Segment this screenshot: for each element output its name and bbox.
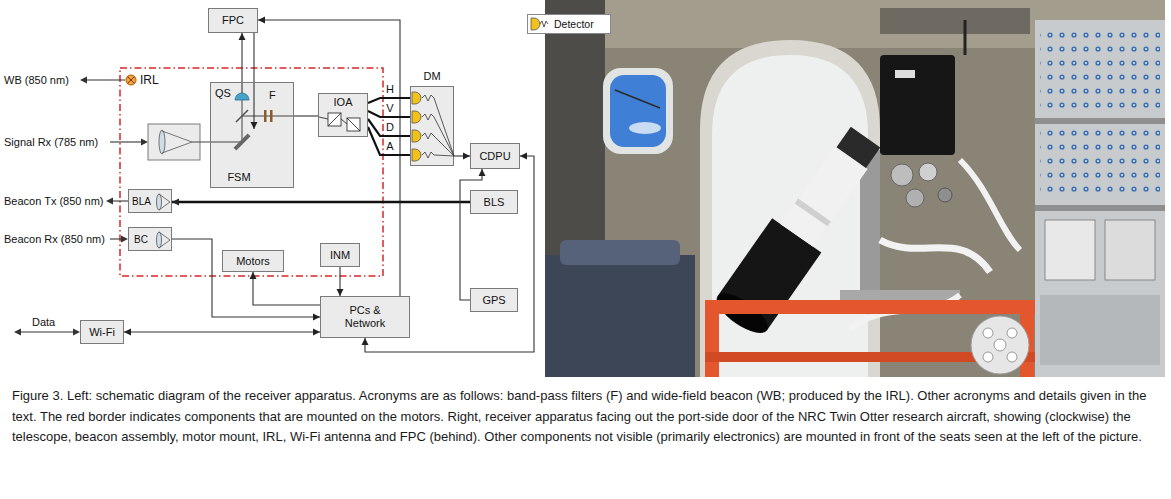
legend-label: Detector — [554, 18, 594, 31]
connector — [294, 116, 318, 117]
arrow-head — [239, 33, 246, 40]
arrow-head — [172, 199, 179, 206]
connector-line — [124, 331, 320, 332]
node-label: F — [269, 89, 276, 102]
computer-box: PCs & Network — [320, 296, 410, 338]
arrow-head — [463, 153, 470, 160]
arrow-head — [258, 17, 265, 24]
line-label: D — [385, 121, 395, 134]
node-label: BLS — [484, 196, 505, 209]
signal-label: Data — [32, 315, 55, 329]
arrow-head — [313, 329, 320, 336]
node-label: BLA — [132, 195, 151, 208]
arrow-head — [337, 289, 344, 296]
controller-box: FPC — [208, 8, 258, 33]
line-label: A — [385, 140, 394, 153]
nav-box: INM — [320, 243, 360, 267]
detector-symbols — [410, 86, 454, 166]
optics-box: QS F FSM — [210, 82, 294, 188]
node-label: FSM — [227, 171, 250, 184]
connector — [251, 33, 258, 129]
connector-line — [241, 33, 242, 82]
connector-line — [294, 115, 318, 116]
connector — [337, 267, 344, 296]
node-label: CDPU — [479, 150, 510, 163]
node-label: GPS — [482, 294, 505, 307]
line-label: V — [385, 102, 394, 115]
node-label: PCs & Network — [335, 304, 395, 330]
connector-line — [253, 272, 320, 305]
connector-line — [172, 239, 320, 317]
signal-label: Signal Rx (785 nm) — [4, 135, 98, 149]
photo — [545, 0, 1165, 377]
motor-box: Motors — [222, 250, 284, 272]
node-label: BC — [134, 233, 148, 246]
mirror-unit: FSM — [219, 129, 259, 187]
component-label: IRL — [140, 73, 159, 87]
wifi-box: Wi-Fi — [80, 320, 124, 344]
connector — [460, 169, 486, 300]
node-label: Wi-Fi — [89, 326, 115, 339]
processing-box: CDPU — [470, 143, 520, 169]
arrow-head — [251, 122, 258, 129]
arrow-head — [362, 338, 369, 345]
node-label: DM — [423, 70, 440, 83]
node-label: INM — [330, 249, 350, 262]
arrow-head — [479, 169, 486, 176]
collector-box: BC — [128, 227, 172, 251]
node-label: FPC — [222, 14, 244, 27]
figure-caption: Figure 3. Left: schematic diagram of the… — [12, 386, 1160, 448]
connector-line — [253, 33, 254, 129]
detector-module: DM — [410, 70, 454, 166]
connector-line — [460, 169, 482, 300]
source-box: BLS — [470, 190, 518, 214]
line-label: H — [385, 83, 395, 96]
legend-symbol — [528, 15, 550, 33]
arrow-head — [313, 314, 320, 321]
connector — [368, 119, 410, 136]
connector — [172, 199, 470, 206]
connector — [250, 272, 321, 305]
legend-box: Detector — [527, 14, 611, 34]
arrow-head — [250, 272, 257, 279]
node-label: QS — [215, 87, 231, 100]
gps-box: GPS — [470, 288, 518, 312]
connector — [124, 329, 320, 336]
connector-line — [172, 201, 470, 203]
signal-label: WB (850 nm) — [4, 73, 69, 87]
arrow-head — [124, 329, 131, 336]
connector — [454, 153, 470, 160]
connector — [172, 239, 320, 321]
node-label: Motors — [236, 255, 270, 268]
launch-box: BLA — [128, 189, 172, 213]
connector — [239, 33, 246, 82]
signal-label: Beacon Rx (850 nm) — [4, 232, 105, 246]
connector-line — [368, 119, 410, 136]
node-label: IOA — [334, 96, 353, 109]
arrow-head — [520, 153, 527, 160]
signal-label: Beacon Tx (850 nm) — [4, 194, 103, 208]
analyser-box: IOA — [318, 93, 368, 137]
